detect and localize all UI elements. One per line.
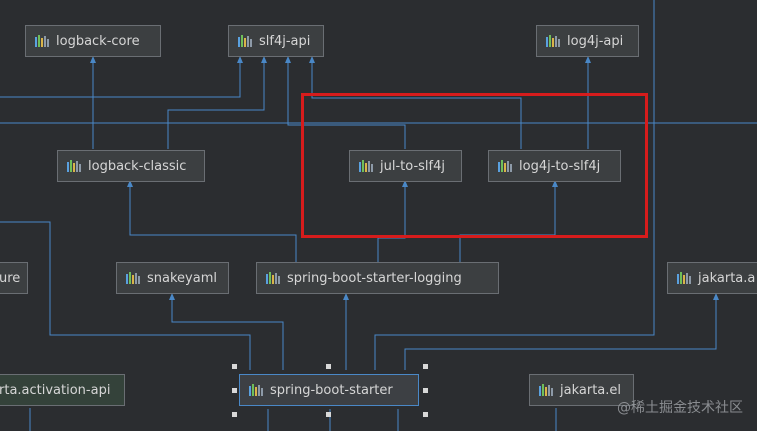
- library-bars-icon: [266, 272, 280, 284]
- library-bars-icon: [238, 35, 252, 47]
- selection-handle[interactable]: [326, 412, 331, 417]
- node-label: logback-classic: [88, 158, 187, 174]
- highlight-annotation-box: [301, 93, 648, 238]
- node-label: snakeyaml: [147, 270, 217, 286]
- node-label: logback-core: [56, 33, 140, 49]
- library-bars-icon: [359, 160, 373, 172]
- node-label: ure: [0, 270, 21, 286]
- edge-starter-to-snakeyaml: [169, 293, 284, 370]
- selection-handle[interactable]: [423, 388, 428, 393]
- library-bars-icon: [249, 384, 263, 396]
- node-jakarta-partial[interactable]: jakarta.a: [667, 262, 757, 294]
- node-label: slf4j-api: [259, 33, 311, 49]
- edge-left-to-slf4j-api: [0, 56, 243, 98]
- node-slf4j-api[interactable]: slf4j-api: [228, 25, 324, 57]
- node-jul-to-slf4j[interactable]: jul-to-slf4j: [349, 150, 462, 182]
- edge-starter-to-jakarta: [404, 293, 719, 370]
- watermark: @稀土掘金技术社区: [617, 400, 743, 416]
- node-logback-core[interactable]: logback-core: [25, 25, 161, 57]
- library-bars-icon: [677, 272, 691, 284]
- edge-logback-classic-to-slf4j-api: [167, 56, 267, 149]
- edge-logging-to-logback-classic: [127, 180, 297, 262]
- library-bars-icon: [35, 35, 49, 47]
- edge-logging-to-jul: [377, 180, 408, 262]
- node-label: jakarta.el: [560, 382, 621, 398]
- node-snakeyaml[interactable]: snakeyaml: [116, 262, 229, 294]
- node-jakarta-el[interactable]: jakarta.el: [529, 374, 634, 406]
- library-bars-icon: [546, 35, 560, 47]
- selection-handle[interactable]: [326, 364, 331, 369]
- edge-left-to-ure: [0, 221, 251, 370]
- node-label: spring-boot-starter: [270, 382, 393, 398]
- node-jakarta-activation-api-partial[interactable]: rta.activation-api: [0, 374, 125, 406]
- node-spring-boot-starter-logging[interactable]: spring-boot-starter-logging: [256, 262, 499, 294]
- selection-handle[interactable]: [423, 364, 428, 369]
- edge-right-vertical: [374, 0, 655, 370]
- selection-handle[interactable]: [232, 364, 237, 369]
- node-log4j-to-slf4j[interactable]: log4j-to-slf4j: [488, 150, 621, 182]
- node-label: jakarta.a: [698, 270, 756, 286]
- library-bars-icon: [498, 160, 512, 172]
- node-ure-partial[interactable]: ure: [0, 262, 28, 294]
- edge-jul-to-slf4j-to-slf4j-api: [285, 56, 406, 149]
- node-log4j-api[interactable]: log4j-api: [536, 25, 639, 57]
- node-label: log4j-api: [567, 33, 624, 49]
- library-bars-icon: [126, 272, 140, 284]
- library-bars-icon: [67, 160, 81, 172]
- node-logback-classic[interactable]: logback-classic: [57, 150, 205, 182]
- library-bars-icon: [539, 384, 553, 396]
- node-label: log4j-to-slf4j: [519, 158, 601, 174]
- node-label: spring-boot-starter-logging: [287, 270, 462, 286]
- selection-handle[interactable]: [423, 412, 428, 417]
- selection-handle[interactable]: [232, 388, 237, 393]
- node-spring-boot-starter[interactable]: spring-boot-starter: [239, 374, 419, 406]
- selection-handle[interactable]: [232, 412, 237, 417]
- node-label: jul-to-slf4j: [380, 158, 445, 174]
- node-label: rta.activation-api: [0, 382, 111, 398]
